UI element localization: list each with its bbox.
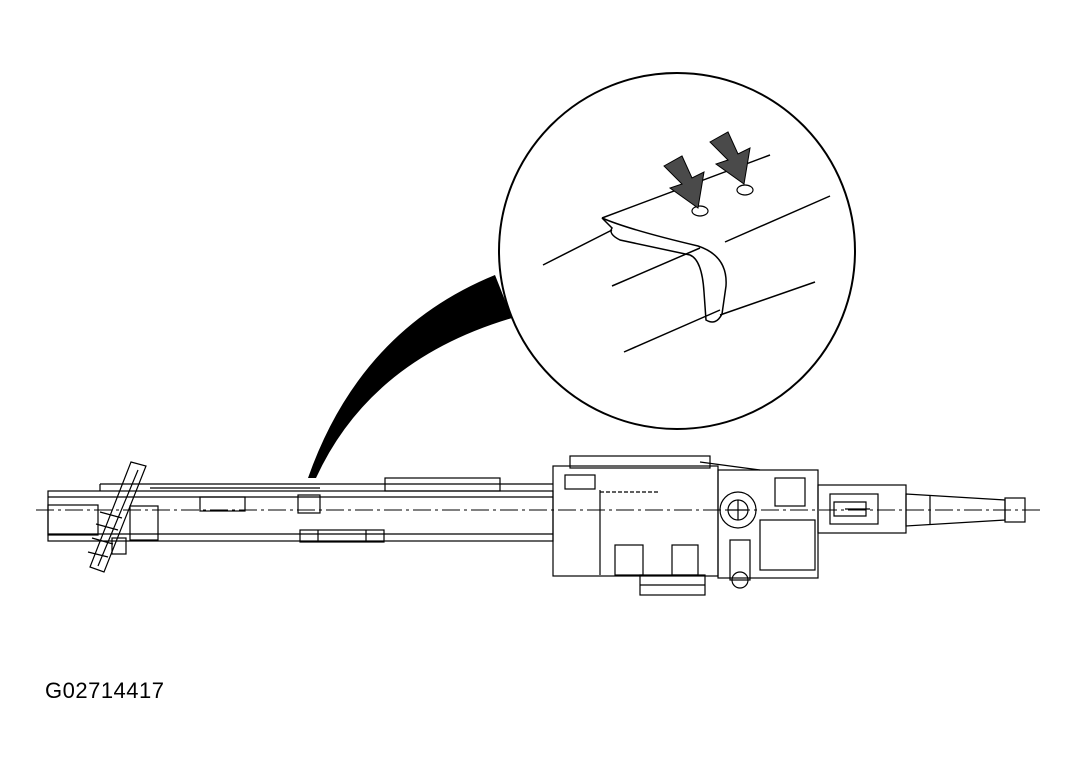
leader-curve	[308, 275, 512, 478]
key-cylinder-bracket	[699, 461, 819, 589]
column-tube	[47, 477, 554, 543]
detail-magnifier	[498, 72, 856, 430]
down-arrow-icon	[709, 131, 751, 185]
hole-mark-right	[736, 184, 754, 196]
lock-housing	[552, 455, 719, 596]
tilt-lever	[87, 461, 147, 573]
down-arrow-icon	[663, 155, 705, 209]
hole-mark-left	[691, 205, 709, 217]
upper-shaft-end	[817, 484, 1026, 534]
figure-id-label: G02714417	[45, 678, 165, 703]
